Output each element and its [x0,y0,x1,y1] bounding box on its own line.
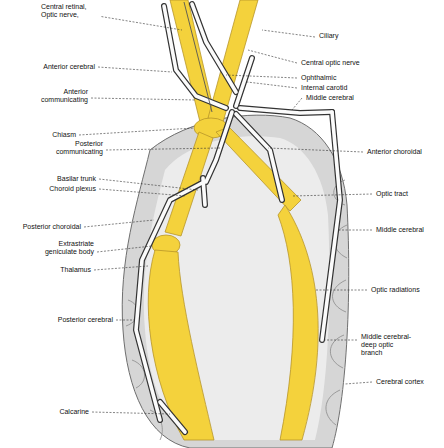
part-label: Extrastriate geniculate body [37,240,95,256]
central-retinal-vessel [184,2,212,112]
part-label: Posterior choroidal [22,223,82,231]
part-label: Ciliary [318,32,339,40]
visual-pathway [148,0,318,440]
part-label: Middle cerebral-deep optic branch [360,333,414,357]
part-label: Posterior cerebral [57,316,114,324]
artery-fills [136,4,340,432]
part-label: Choroid plexus [48,185,97,193]
part-label: Anterior choroidal [366,148,423,156]
part-label: Basilar trunk [56,175,97,183]
brain-section [122,115,349,448]
part-label: Internal carotid [300,84,348,92]
gyri-lines [126,180,347,440]
part-label: Middle cerebral [305,94,355,102]
part-label: Optic radiations [370,286,421,294]
leader-lines [79,16,372,414]
part-label: Chiasm [51,131,77,139]
part-label: Ophthalmic [300,74,337,82]
part-label: Central optic nerve [300,59,361,67]
part-label: Anterior cerebral [42,63,96,71]
part-label: Posterior communicating [50,140,104,156]
part-label: Thalamus [59,266,92,274]
part-label: Middle cerebral [375,226,425,234]
part-label: Cerebral cortex [375,378,425,386]
part-label: Optic tract [375,190,409,198]
part-label: Anterior communicating [35,88,89,104]
part-label: Calcarine [58,408,90,416]
part-label: Central retinal, Optic nerve, [40,3,100,19]
white-matter [144,136,330,440]
artery-outlines [136,4,340,432]
